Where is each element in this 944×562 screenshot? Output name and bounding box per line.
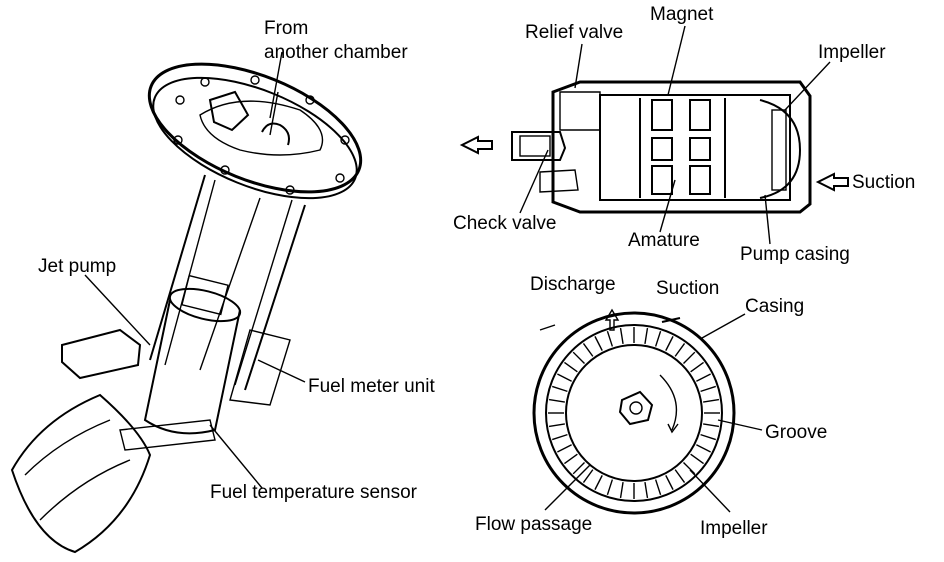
label-magnet: Magnet <box>650 4 714 25</box>
groove-tooth <box>606 479 614 496</box>
groove-tooth <box>690 361 704 373</box>
groove-tooth <box>703 398 720 403</box>
groove-tooth <box>551 433 568 441</box>
groove-tooth <box>548 398 565 403</box>
label-casing: Casing <box>745 296 805 317</box>
groove-tooth <box>654 330 662 347</box>
label-pump-casing: Pump casing <box>740 244 850 265</box>
flange-plate <box>147 62 363 194</box>
label-fuel-meter-unit: Fuel meter unit <box>308 376 435 397</box>
groove-tooth <box>564 453 578 465</box>
groove-tooth <box>644 327 649 344</box>
groove-tooth <box>594 336 603 351</box>
groove-tooth <box>572 462 585 475</box>
groove-tooth <box>582 343 594 357</box>
impeller-grooves <box>548 327 720 499</box>
label-another-chamber: another chamber <box>264 42 408 63</box>
groove-tooth <box>683 462 696 475</box>
outlet-port <box>511 131 567 161</box>
impeller-view-drawing <box>532 308 763 515</box>
motor-section-drawing <box>459 25 849 245</box>
motor-housing <box>551 80 812 214</box>
groove-tooth <box>674 343 686 357</box>
groove-tooth <box>548 423 565 428</box>
groove-tooth <box>551 385 568 393</box>
pump-assembly-drawing <box>10 51 363 554</box>
groove-tooth <box>696 444 711 453</box>
label-discharge: Discharge <box>530 274 616 295</box>
casing-outer <box>532 311 736 515</box>
label-check-valve: Check valve <box>453 213 557 234</box>
groove-tooth <box>665 336 674 351</box>
groove-tooth <box>619 482 624 499</box>
flange-bolt-holes <box>173 75 350 195</box>
groove-tooth <box>683 351 696 364</box>
groove-tooth <box>700 433 717 441</box>
label-groove: Groove <box>765 422 828 443</box>
label-fuel-temperature-sensor: Fuel temperature sensor <box>210 482 417 503</box>
groove-tooth <box>564 361 578 373</box>
groove-tooth <box>606 330 614 347</box>
impeller-hub <box>618 390 654 426</box>
label-amature: Amature <box>628 230 700 251</box>
label-suction-top: Suction <box>852 172 916 193</box>
label-suction-bottom: Suction <box>656 278 720 299</box>
armature-slots <box>639 98 726 198</box>
groove-tooth <box>690 453 704 465</box>
label-impeller-top: Impeller <box>818 42 886 63</box>
groove-tooth <box>665 475 674 490</box>
label-impeller-bottom: Impeller <box>700 518 768 539</box>
discharge-arrow <box>459 135 493 155</box>
label-relief-valve: Relief valve <box>525 22 624 43</box>
groove-tooth <box>696 373 711 382</box>
groove-tooth <box>644 482 649 499</box>
groove-tooth <box>654 479 662 496</box>
groove-tooth <box>594 475 603 490</box>
pump-body <box>143 299 241 435</box>
filter-sock <box>10 393 152 554</box>
groove-tooth <box>557 373 572 382</box>
label-from: From <box>264 18 309 39</box>
groove-tooth <box>582 469 594 483</box>
jet-pump-block <box>61 328 142 380</box>
groove-tooth <box>557 444 572 453</box>
label-flow-passage: Flow passage <box>475 514 593 535</box>
label-jet-pump: Jet pump <box>38 256 117 277</box>
electrical-connector <box>208 90 250 132</box>
groove-tooth <box>572 351 585 364</box>
groove-tooth <box>619 327 624 344</box>
fuel-meter-body <box>229 329 291 406</box>
groove-tooth <box>703 423 720 428</box>
groove-tooth <box>700 385 717 393</box>
suction-arrow <box>815 172 849 192</box>
groove-tooth <box>674 469 686 483</box>
